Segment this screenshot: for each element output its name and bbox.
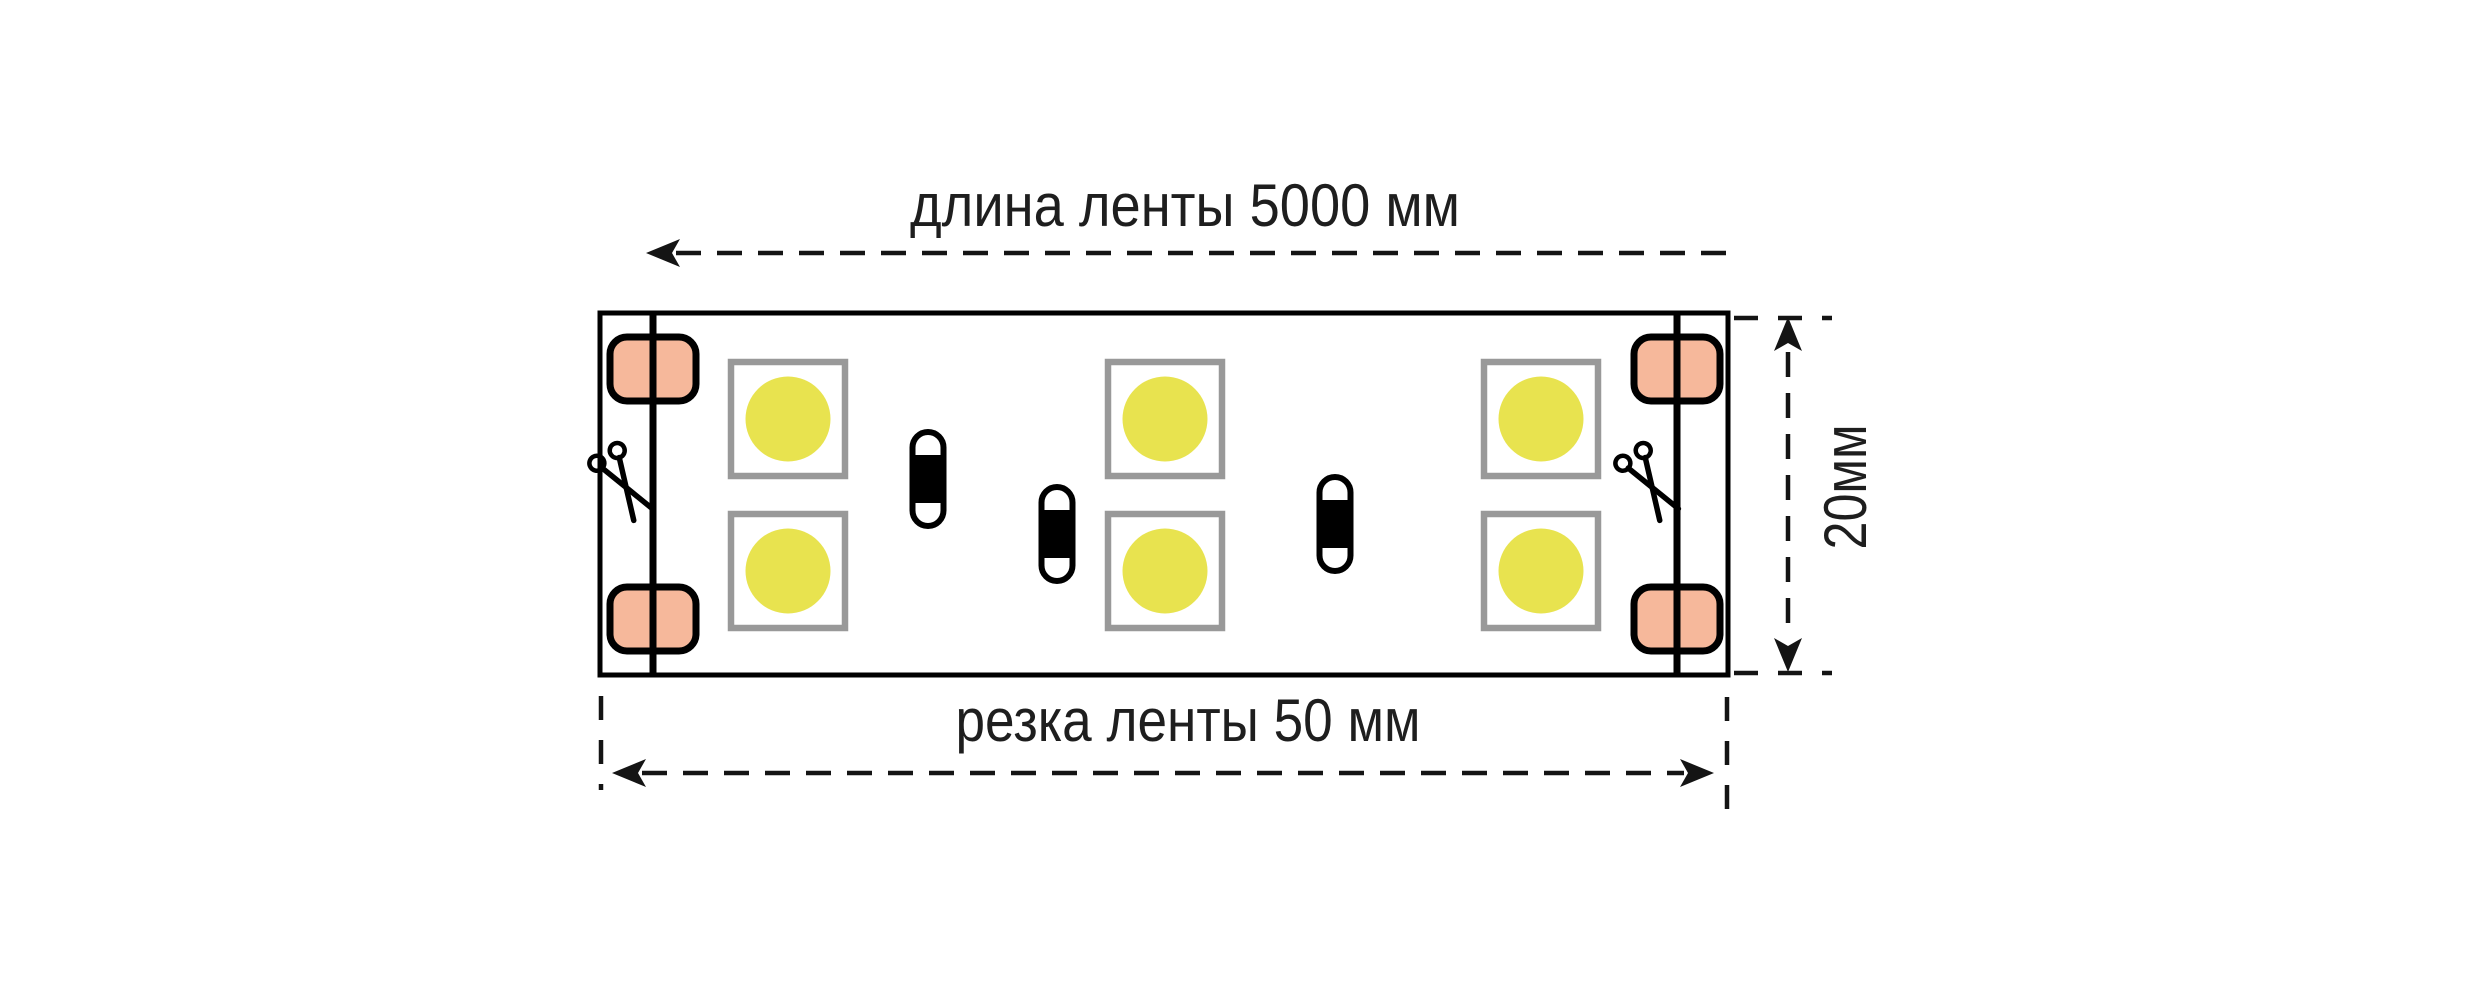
arrow-left-icon xyxy=(646,239,680,267)
length-dimension: длина ленты 5000 мм xyxy=(646,172,1731,267)
scissors-icon xyxy=(587,440,656,524)
led-dome xyxy=(1122,376,1208,462)
strip-width-label: 20мм xyxy=(1812,425,1879,550)
led-chip xyxy=(1104,510,1226,632)
strip-length-label: длина ленты 5000 мм xyxy=(910,172,1460,239)
led-chip xyxy=(727,358,849,480)
led-chip xyxy=(1104,358,1226,480)
led-chip xyxy=(1480,510,1602,632)
arrow-up-icon xyxy=(1774,317,1802,351)
cut-length-label: резка ленты 50 мм xyxy=(956,687,1421,754)
led-chip xyxy=(727,510,849,632)
resistor xyxy=(1316,474,1354,574)
cut-dimension: резка ленты 50 мм xyxy=(598,687,1730,812)
resistor xyxy=(1038,484,1076,584)
strip-layer xyxy=(587,310,1731,678)
led-dome xyxy=(745,528,831,614)
resistor xyxy=(909,429,947,529)
arrow-right-icon xyxy=(1680,759,1714,787)
arrow-left-icon xyxy=(612,759,646,787)
arrow-down-icon xyxy=(1774,638,1802,672)
resistor-body xyxy=(1316,500,1354,548)
led-dome xyxy=(1122,528,1208,614)
led-dome xyxy=(745,376,831,462)
led-chip xyxy=(1480,358,1602,480)
led-dome xyxy=(1498,376,1584,462)
scissors-icon xyxy=(1613,440,1682,524)
led-dome xyxy=(1498,528,1584,614)
resistor-body xyxy=(909,455,947,503)
width-dimension: 20мм xyxy=(1734,315,1879,676)
resistor-body xyxy=(1038,510,1076,558)
